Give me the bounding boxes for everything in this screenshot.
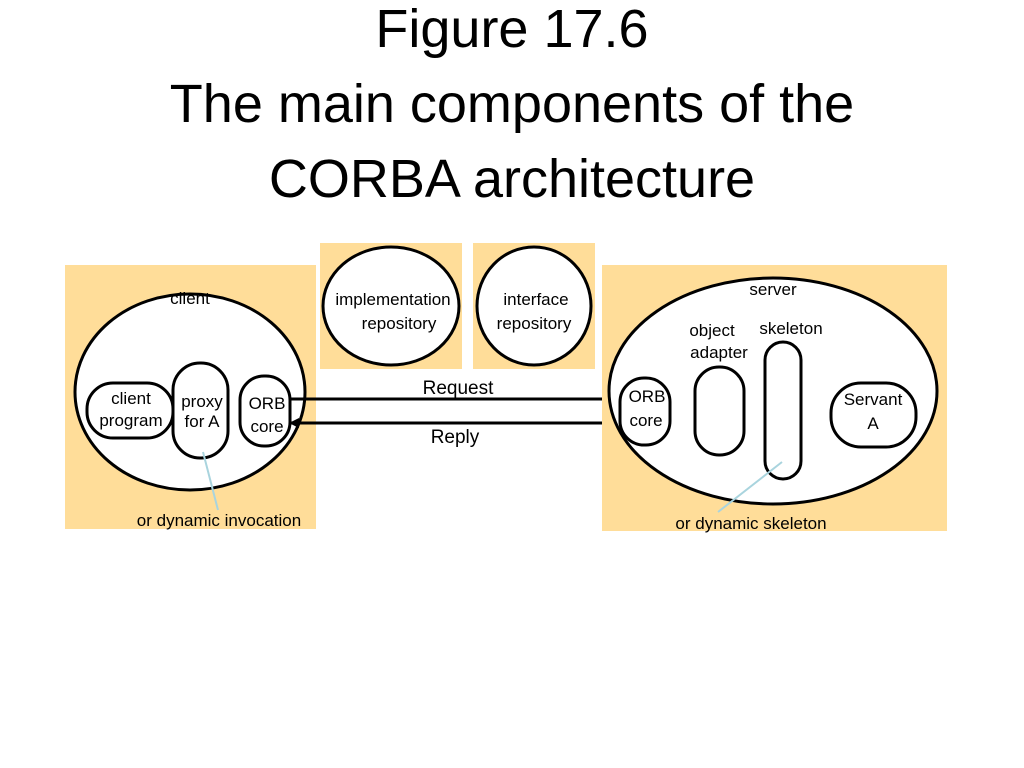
implementation-repository-label-2: repository (362, 314, 437, 333)
title-line-3: CORBA architecture (268, 149, 756, 209)
request-label: Request (423, 378, 494, 399)
client-orb-label-1: ORB (249, 394, 286, 413)
server-orb-box (618, 376, 672, 447)
proxy-label-1: proxy (181, 392, 223, 411)
skeleton-label: skeleton (759, 319, 822, 338)
server-label: server (749, 280, 797, 299)
object-adapter-label-2: adapter (690, 343, 748, 362)
implementation-repository-ellipse (321, 245, 461, 367)
proxy-box (171, 361, 230, 460)
interface-repository-label-1: interface (503, 290, 568, 309)
server-note: or dynamic skeleton (675, 514, 826, 533)
client-note: or dynamic invocation (137, 511, 301, 530)
skeleton-box (763, 340, 803, 481)
reply-label: Reply (431, 427, 480, 448)
client-annotation-line (202, 451, 219, 511)
object-adapter-label-1: object (689, 321, 735, 340)
client-orb-label-2: core (250, 417, 283, 436)
title-line-2: The main components of the (169, 74, 855, 134)
client-program-label-2: program (99, 411, 162, 430)
server-orb-label-2: core (629, 411, 662, 430)
servant-label-2: A (867, 414, 879, 433)
servant-label-1: Servant (844, 390, 903, 409)
server-annotation-line (717, 461, 783, 513)
slide-title: Figure 17.6 The main components of the C… (0, 0, 1024, 217)
interface-repository-ellipse (475, 245, 593, 367)
client-orb-box (238, 374, 292, 448)
servant-box (829, 381, 918, 449)
proxy-label-2: for A (185, 412, 221, 431)
client-program-label-1: client (111, 389, 151, 408)
object-adapter-box (693, 365, 746, 457)
implementation-repository-label-1: implementation (335, 290, 450, 309)
client-label: client (170, 289, 210, 308)
server-orb-label-1: ORB (629, 387, 666, 406)
interface-repository-label-2: repository (497, 314, 572, 333)
title-line-1: Figure 17.6 (375, 0, 649, 59)
